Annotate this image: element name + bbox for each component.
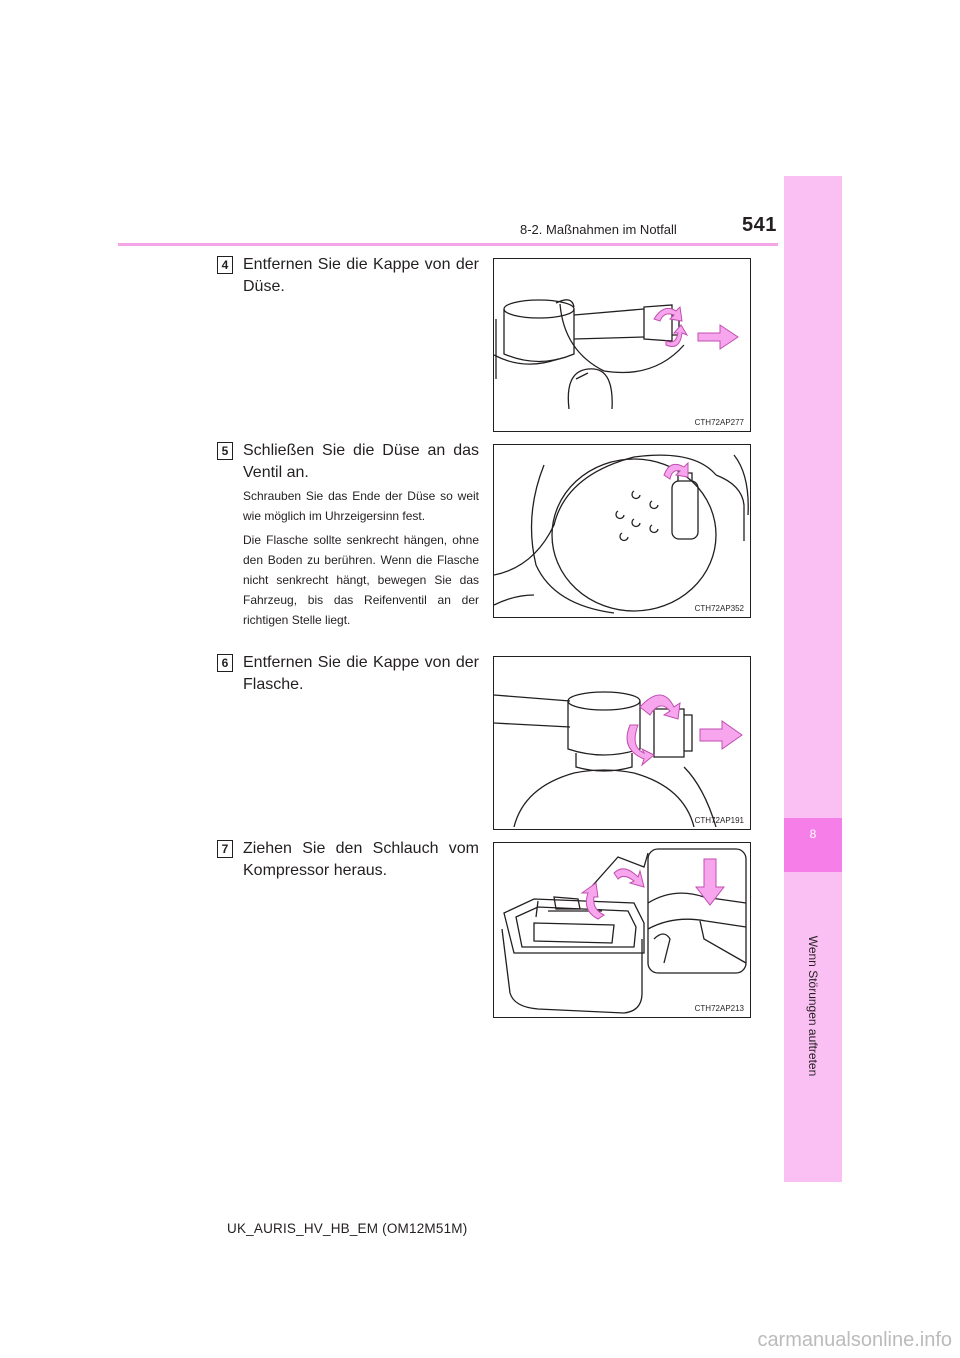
figure-code: CTH72AP191 bbox=[694, 816, 744, 825]
figure-code: CTH72AP277 bbox=[694, 418, 744, 427]
step-badge-5: 5 bbox=[217, 442, 233, 460]
figure-code: CTH72AP213 bbox=[694, 1004, 744, 1013]
chapter-number: 8 bbox=[809, 827, 817, 841]
page-number: 541 bbox=[742, 214, 777, 236]
step-6-text: Entfernen Sie die Kappe von der Flasche. bbox=[243, 654, 479, 693]
figure-pull-hose: CTH72AP213 bbox=[493, 842, 751, 1018]
chapter-label: Wenn Störungen auftreten bbox=[806, 935, 820, 1077]
watermark: carmanualsonline.info bbox=[757, 1329, 952, 1351]
step-badge-7: 7 bbox=[217, 840, 233, 858]
step-badge-4: 4 bbox=[217, 256, 233, 274]
nozzle-cap-illustration bbox=[494, 299, 739, 410]
step-5-text: Schließen Sie die Düse an das Ventil an. bbox=[243, 442, 479, 481]
bottle-cap-illustration bbox=[494, 691, 743, 828]
step-badge-6: 6 bbox=[217, 654, 233, 672]
section-title: 8-2. Maßnahmen im Notfall bbox=[520, 222, 677, 237]
step-5-note-2: Die Flasche sollte senkrecht hängen, ohn… bbox=[243, 533, 479, 627]
figure-remove-nozzle-cap: CTH72AP277 bbox=[493, 258, 751, 432]
figure-attach-nozzle: CTH72AP352 bbox=[493, 444, 751, 618]
footer-code: UK_AURIS_HV_HB_EM (OM12M51M) bbox=[227, 1221, 468, 1236]
figure-remove-bottle-cap: CTH72AP191 bbox=[493, 656, 751, 830]
step-5-note-1: Schrauben Sie das Ende der Düse so weit … bbox=[243, 489, 479, 523]
step-7-text: Ziehen Sie den Schlauch vom Kompressor h… bbox=[243, 840, 479, 879]
step-4-text: Entfernen Sie die Kappe von der Düse. bbox=[243, 256, 479, 295]
header-rule bbox=[118, 243, 778, 246]
chapter-tab bbox=[784, 176, 842, 1182]
valve-illustration bbox=[494, 454, 749, 614]
chapter-number-box bbox=[784, 818, 842, 872]
figure-code: CTH72AP352 bbox=[694, 604, 744, 613]
compressor-illustration bbox=[501, 848, 747, 1014]
